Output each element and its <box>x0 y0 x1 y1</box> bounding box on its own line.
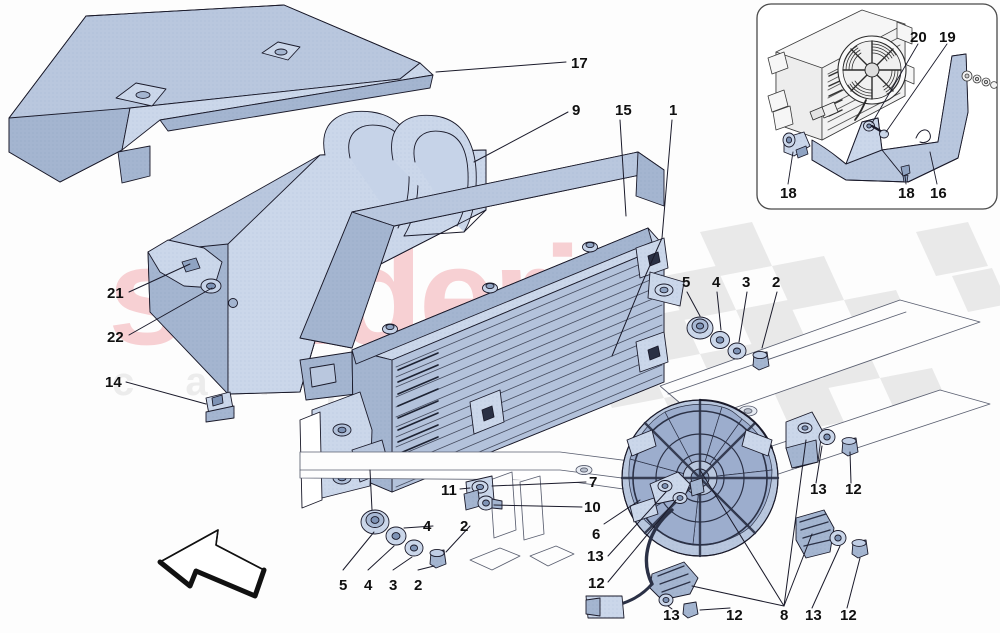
callout-3-lower: 3 <box>389 577 398 594</box>
callout-7: 7 <box>589 474 598 491</box>
part-15-top-shroud <box>299 151 665 349</box>
fan-mount-hardware <box>585 411 869 619</box>
part-17-upper-cover <box>8 4 434 184</box>
hardware-set-upper <box>686 316 770 371</box>
callout-leader-lines <box>125 61 861 611</box>
callout-6: 6 <box>592 526 601 543</box>
callout-12-fan: 12 <box>588 575 605 592</box>
inset-callout-18-center: 18 <box>898 185 915 202</box>
hardware-set-lower <box>360 509 447 569</box>
callout-13-right-upper: 13 <box>810 481 827 498</box>
callout-5-upper: 5 <box>682 274 691 291</box>
part-14-clip <box>205 391 235 423</box>
callout-12-bottom: 12 <box>726 607 743 624</box>
callout-5-lower: 5 <box>339 577 348 594</box>
callout-17: 17 <box>571 55 588 72</box>
forward-direction-arrow <box>157 529 267 599</box>
chassis-rails <box>299 299 991 571</box>
callout-3-upper: 3 <box>742 274 751 291</box>
callout-2-mid: 2 <box>460 518 469 535</box>
callout-22: 22 <box>107 329 124 346</box>
callout-8: 8 <box>780 607 789 624</box>
inset-callout-18-left: 18 <box>780 185 797 202</box>
callout-4-lower: 4 <box>364 577 373 594</box>
callout-13-bottom: 13 <box>663 607 680 624</box>
part-3-washer <box>404 539 424 557</box>
callout-12-bottom-right: 12 <box>840 607 857 624</box>
inset-callout-16: 16 <box>930 185 947 202</box>
callout-14: 14 <box>105 374 122 391</box>
callout-4-mid: 4 <box>423 518 432 535</box>
callout-9: 9 <box>572 102 581 119</box>
callout-1: 1 <box>669 102 678 119</box>
inset-callout-20: 20 <box>910 29 927 46</box>
callout-2-lower: 2 <box>414 577 423 594</box>
callout-11: 11 <box>441 482 457 499</box>
inset-callout-19: 19 <box>939 29 956 46</box>
callout-2-upper: 2 <box>772 274 781 291</box>
part-4-washer <box>385 526 407 546</box>
callout-13-fan: 13 <box>587 548 604 565</box>
callout-21: 21 <box>107 285 124 302</box>
callout-15: 15 <box>615 102 632 119</box>
part-5-bushing <box>360 509 390 535</box>
part-11-sensor <box>463 475 503 511</box>
callout-13-bottom-right: 13 <box>805 607 822 624</box>
callout-10: 10 <box>584 499 601 516</box>
part-2-nut <box>429 548 447 569</box>
callout-4-upper: 4 <box>712 274 721 291</box>
callout-12-right-upper: 12 <box>845 481 862 498</box>
inset-detail-panel <box>756 3 998 210</box>
part-6-electric-fan <box>620 398 780 558</box>
part-10-screw <box>477 495 503 511</box>
